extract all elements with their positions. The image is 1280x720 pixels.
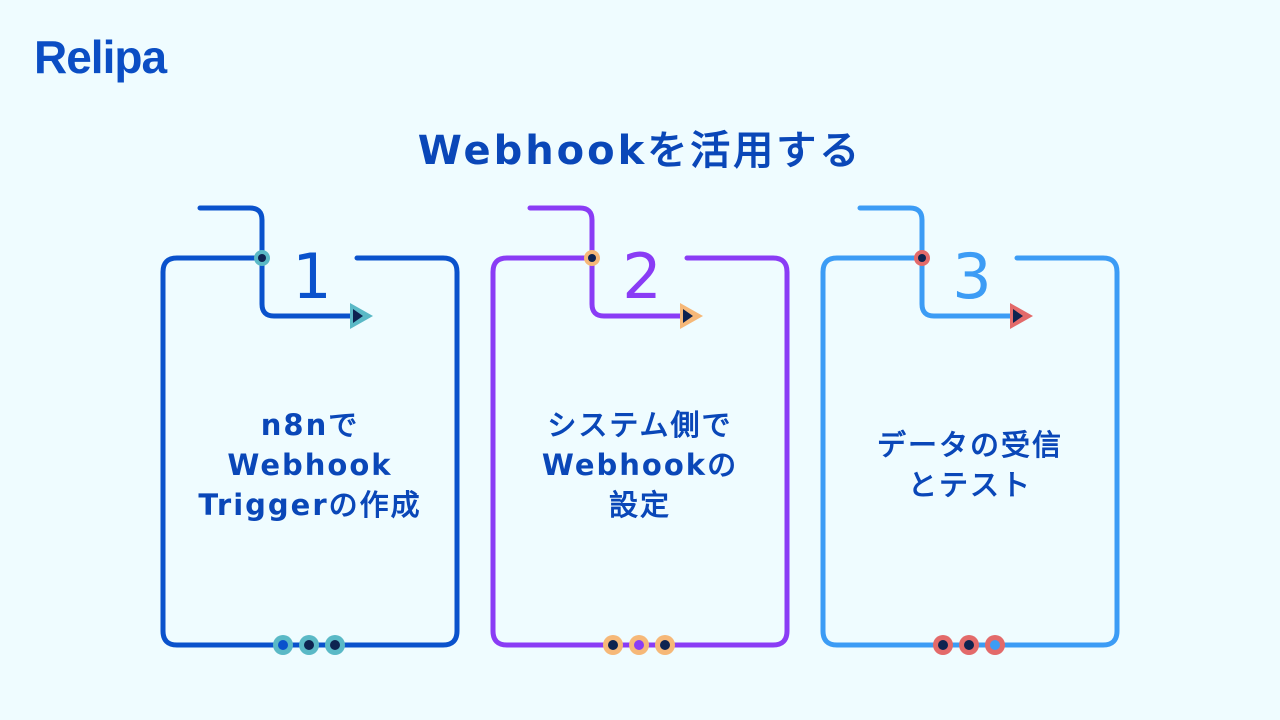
relipa-logo: Relipa [34, 31, 167, 83]
step-2-label: システム側で Webhookの 設定 [493, 405, 787, 525]
step-3-line-2: とテスト [907, 468, 1032, 502]
step-1-line-3: Triggerの作成 [198, 488, 422, 522]
step-2-bottom-dot-center [660, 640, 670, 650]
step-3-bottom-dot-center [938, 640, 948, 650]
step-1-number: 1 [292, 240, 332, 313]
page-title: Webhookを活用する [417, 128, 863, 174]
step-3-bottom-dot-center [990, 640, 1000, 650]
step-3-bottom-dot-center [964, 640, 974, 650]
step-2-line-2: Webhookの [541, 448, 739, 482]
step-2-node-center [588, 254, 596, 262]
step-2-bottom-dot-center [634, 640, 644, 650]
step-3-label: データの受信 とテスト [823, 425, 1117, 505]
step-2-number: 2 [622, 240, 662, 313]
step-1-arrow-inner [353, 309, 363, 323]
step-1-bottom-dot-center [330, 640, 340, 650]
step-2-arrow-inner [683, 309, 693, 323]
step-3-arrow-inner [1013, 309, 1023, 323]
step-2-line-3: 設定 [608, 488, 671, 522]
step-1-bottom-dot-center [304, 640, 314, 650]
step-3-number: 3 [952, 240, 992, 313]
step-2-line-1: システム側で [547, 408, 733, 442]
step-3-node-center [918, 254, 926, 262]
step-1-bottom-dot-center [278, 640, 288, 650]
step-1-node-center [258, 254, 266, 262]
step-1-line-2: Webhook [227, 448, 393, 482]
step-1-line-1: n8nで [260, 408, 360, 442]
step-3-line-1: データの受信 [876, 428, 1063, 462]
step-2-bottom-dot-center [608, 640, 618, 650]
step-1-label: n8nで Webhook Triggerの作成 [163, 405, 457, 525]
